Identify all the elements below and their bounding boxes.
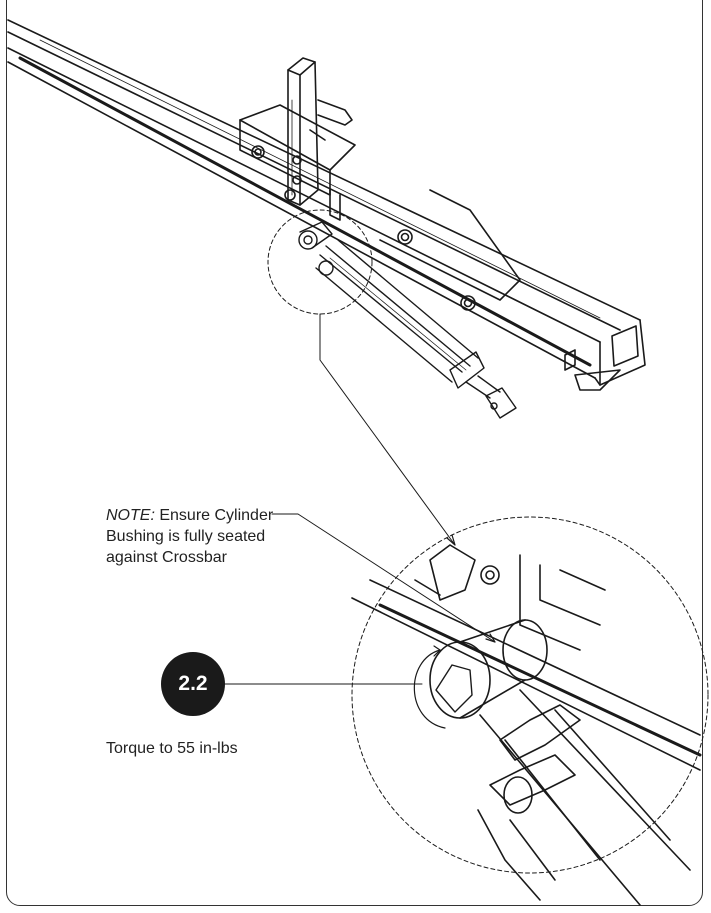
detail-leader-line [319,313,456,546]
note-text: NOTE: Ensure Cylinder Bushing is fully s… [106,505,336,568]
gas-cylinder [298,221,517,419]
enlarged-detail-circle [351,516,709,874]
crossbar-rail [7,19,646,391]
torque-instruction: Torque to 55 in-lbs [106,740,238,757]
mounting-bracket [239,57,521,311]
note-line-2: Bushing is fully seated [106,528,266,545]
note-line-1: Ensure Cylinder [159,507,274,524]
note-prefix: NOTE: [106,507,155,524]
step-number: 2.2 [178,672,208,695]
instruction-frame [6,0,703,906]
enlarged-detail-content [351,544,702,906]
detail-callout-circle [267,209,373,315]
step-number-badge: 2.2 [161,652,225,716]
note-leader-line [271,513,496,643]
note-line-3: against Crossbar [106,549,227,566]
